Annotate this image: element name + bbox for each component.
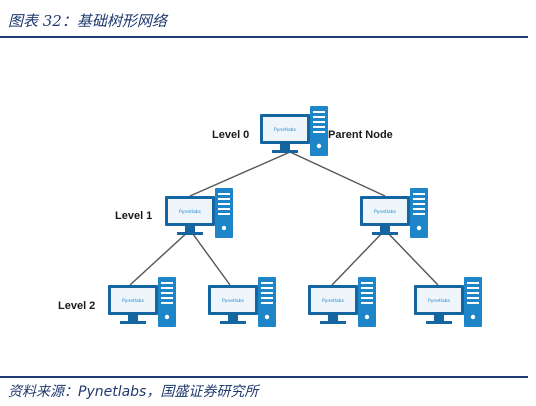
source-note: 资料来源：Pynetlabs，国盛证券研究所 (8, 381, 258, 401)
source-brand: Pynetlabs (78, 384, 147, 400)
level1-label: Level 1 (115, 210, 152, 222)
link-right-rl (331, 229, 386, 286)
level0-label: Level 0 (212, 129, 249, 141)
level2-node-4-computer: Pynetlabs (414, 277, 482, 327)
screen-brand-label: Pynetlabs (322, 298, 345, 304)
bottom-rule (0, 376, 528, 378)
link-right-rr (384, 229, 439, 286)
screen-brand-label: Pynetlabs (274, 127, 297, 133)
source-suffix: ，国盛证券研究所 (146, 384, 259, 400)
level1-right-computer: Pynetlabs (360, 188, 428, 238)
link-left-lr (189, 229, 231, 286)
source-prefix: 资料来源： (8, 384, 78, 400)
parent-node-computer: Pynetlabs (260, 106, 328, 156)
link-left-ll (129, 229, 191, 286)
level2-node-3-computer: Pynetlabs (308, 277, 376, 327)
screen-brand-label: Pynetlabs (374, 209, 397, 215)
top-rule (0, 36, 528, 38)
parent-node-label: Parent Node (328, 129, 393, 141)
level1-left-computer: Pynetlabs (165, 188, 233, 238)
screen-brand-label: Pynetlabs (179, 209, 202, 215)
link-root-right (289, 151, 386, 197)
screen-brand-label: Pynetlabs (122, 298, 145, 304)
level2-label: Level 2 (58, 300, 95, 312)
figure-title: 图表 32：基础树形网络 (8, 12, 167, 30)
level2-node-2-computer: Pynetlabs (208, 277, 276, 327)
screen-brand-label: Pynetlabs (222, 298, 245, 304)
level2-node-1-computer: Pynetlabs (108, 277, 176, 327)
screen-brand-label: Pynetlabs (428, 298, 451, 304)
link-root-left (189, 151, 291, 197)
